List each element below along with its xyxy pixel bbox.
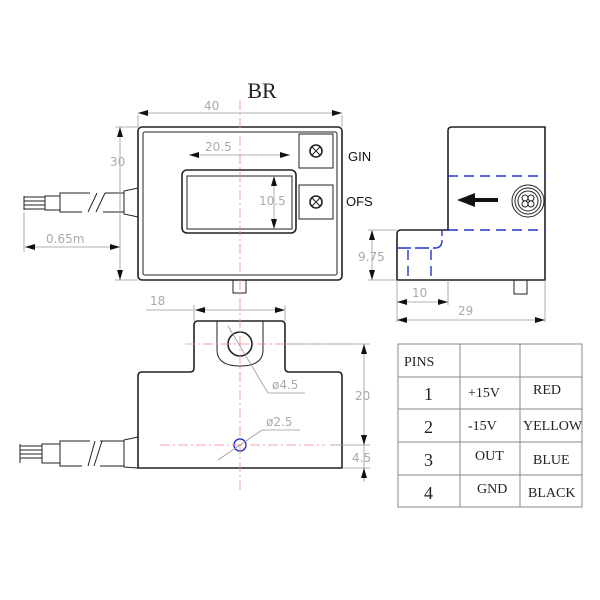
pin-wire-color: BLUE xyxy=(533,453,570,468)
side-pin xyxy=(513,279,528,295)
front-view: GIN OFS 40 30 20.5 10.5 0.65m xyxy=(23,99,373,300)
pin-wire-color: BLACK xyxy=(528,486,575,501)
pin-number: 4 xyxy=(424,483,433,503)
dim-width: 40 xyxy=(204,99,219,113)
drawing-title: BR xyxy=(247,78,277,103)
display-frame xyxy=(181,169,297,234)
pin-number: 1 xyxy=(424,384,433,404)
cable xyxy=(23,187,139,218)
dim-cable-length: 0.65m xyxy=(46,232,84,246)
dim-depth: 29 xyxy=(458,304,473,318)
ofs-potentiometer-icon xyxy=(309,195,323,209)
pin-signal: GND xyxy=(477,482,507,497)
dim-hole-offset: 4.5 xyxy=(352,451,371,465)
gin-label: GIN xyxy=(348,149,371,164)
pin-wire-color: YELLOW xyxy=(523,419,583,434)
dim-height: 30 xyxy=(110,155,125,169)
gin-potentiometer-box xyxy=(298,133,334,169)
dim-hole-spacing: 20 xyxy=(355,389,370,403)
dim-display-height: 10.5 xyxy=(259,194,286,208)
table-row: 3 OUT BLUE xyxy=(424,449,570,470)
dim-display-width: 20.5 xyxy=(205,140,232,154)
dim-tab-width: 18 xyxy=(150,294,165,308)
ofs-label: OFS xyxy=(346,194,373,209)
pin-number: 3 xyxy=(424,450,433,470)
mounting-slot xyxy=(216,321,264,367)
dim-step-width: 10 xyxy=(412,286,427,300)
mounting-pin xyxy=(232,279,247,294)
display-window xyxy=(186,175,293,230)
table-row: 2 -15V YELLOW xyxy=(424,417,583,437)
current-direction-arrow-icon xyxy=(457,193,498,207)
pin-signal: -15V xyxy=(468,419,497,434)
bottom-view: ø4.5 ø2.5 18 20 4.5 xyxy=(19,294,371,490)
gin-potentiometer-icon xyxy=(309,144,323,158)
pin-signal: OUT xyxy=(475,449,504,464)
pin-signal: +15V xyxy=(468,386,500,401)
side-view: 10 29 9.75 xyxy=(358,126,546,323)
bottom-cable xyxy=(19,436,139,469)
pin-table: PINS 1 +15V RED 2 -15V YELLOW 3 OUT BLUE… xyxy=(397,343,583,508)
dim-hole-small: ø2.5 xyxy=(266,415,292,429)
dim-step-height: 9.75 xyxy=(358,250,385,264)
table-row: 4 GND BLACK xyxy=(424,482,575,503)
dim-hole-large: ø4.5 xyxy=(272,378,298,392)
table-row: 1 +15V RED xyxy=(424,383,561,404)
table-header-pins: PINS xyxy=(404,355,434,370)
bottom-outline xyxy=(137,320,343,469)
pin-wire-color: RED xyxy=(533,383,561,398)
side-outline xyxy=(396,126,546,281)
ofs-potentiometer-box xyxy=(298,184,334,220)
pin-number: 2 xyxy=(424,417,433,437)
cable-connector-icon xyxy=(511,184,545,218)
